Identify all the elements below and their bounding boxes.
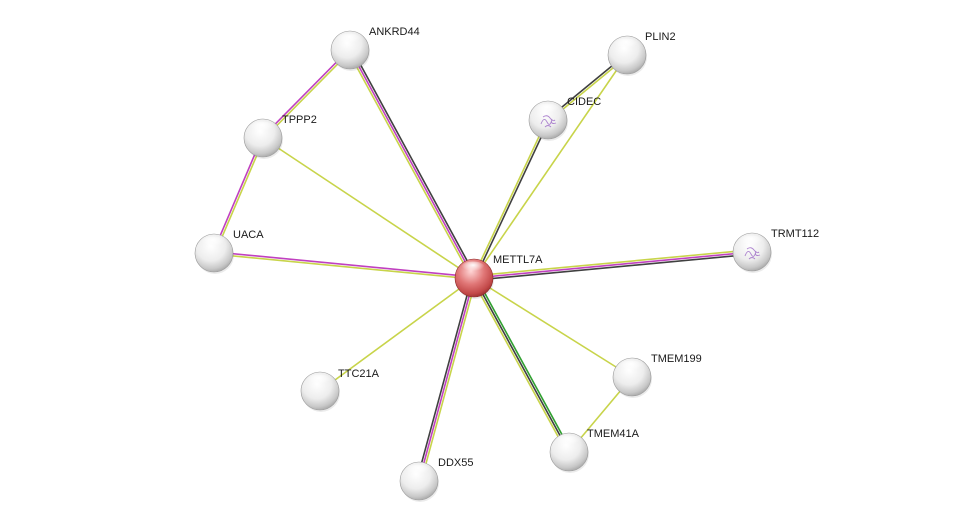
node-highlight bbox=[556, 435, 580, 448]
node-ddx55[interactable]: DDX55 bbox=[399, 457, 473, 502]
node-label: TTC21A bbox=[338, 368, 380, 380]
evidence-line bbox=[418, 277, 475, 482]
evidence-line bbox=[474, 120, 550, 279]
edge-mettl7a-cidec[interactable] bbox=[472, 119, 550, 279]
node-label: DDX55 bbox=[438, 457, 473, 469]
edge-mettl7a-tppp2[interactable] bbox=[262, 137, 475, 279]
evidence-line bbox=[473, 249, 752, 277]
node-mettl7a[interactable]: METTL7A bbox=[454, 254, 543, 299]
node-highlight bbox=[461, 261, 485, 274]
node-label: METTL7A bbox=[493, 254, 543, 266]
evidence-line bbox=[473, 54, 628, 279]
edge-mettl7a-ddx55[interactable] bbox=[416, 277, 477, 482]
evidence-line bbox=[262, 137, 475, 279]
node-highlight bbox=[250, 121, 274, 134]
evidence-line bbox=[261, 48, 350, 138]
node-trmt112[interactable]: TRMT112 bbox=[732, 228, 819, 273]
node-highlight bbox=[201, 236, 225, 249]
protein-structure-icon bbox=[744, 247, 761, 260]
evidence-line bbox=[473, 277, 570, 453]
protein-structure-icon bbox=[540, 115, 557, 128]
node-tmem41a[interactable]: TMEM41A bbox=[549, 428, 640, 473]
edge-ankrd44-tppp2[interactable] bbox=[261, 48, 352, 140]
evidence-line bbox=[349, 49, 475, 279]
node-highlight bbox=[337, 33, 361, 46]
node-highlight bbox=[535, 103, 559, 116]
node-label: UACA bbox=[233, 229, 264, 241]
node-uaca[interactable]: UACA bbox=[194, 229, 264, 274]
edges-layer bbox=[212, 48, 753, 482]
evidence-line bbox=[475, 276, 572, 452]
evidence-line bbox=[474, 253, 753, 281]
node-cidec[interactable]: CIDEC bbox=[528, 96, 601, 141]
evidence-line bbox=[214, 251, 475, 278]
node-label: CIDEC bbox=[567, 96, 601, 108]
node-ttc21a[interactable]: TTC21A bbox=[300, 368, 380, 412]
evidence-line bbox=[473, 251, 753, 279]
node-label: ANKRD44 bbox=[369, 26, 420, 38]
evidence-line bbox=[212, 137, 263, 253]
node-highlight bbox=[739, 235, 763, 248]
evidence-line bbox=[416, 277, 473, 481]
edge-mettl7a-ankrd44[interactable] bbox=[347, 48, 477, 280]
node-tppp2[interactable]: TPPP2 bbox=[243, 114, 317, 159]
edge-mettl7a-uaca[interactable] bbox=[213, 251, 475, 280]
edge-mettl7a-tmem199[interactable] bbox=[473, 277, 633, 378]
evidence-line bbox=[347, 50, 473, 280]
node-label: TMEM41A bbox=[587, 428, 640, 440]
edge-mettl7a-tmem41a[interactable] bbox=[471, 276, 572, 454]
evidence-line bbox=[319, 277, 475, 392]
node-plin2[interactable]: PLIN2 bbox=[607, 31, 676, 76]
evidence-line bbox=[351, 48, 477, 278]
node-highlight bbox=[307, 374, 331, 387]
node-highlight bbox=[619, 360, 643, 373]
node-label: TPPP2 bbox=[282, 114, 317, 126]
evidence-line bbox=[213, 253, 474, 280]
evidence-line bbox=[473, 277, 633, 378]
node-label: TRMT112 bbox=[771, 228, 819, 240]
node-label: TMEM199 bbox=[651, 353, 702, 365]
node-ankrd44[interactable]: ANKRD44 bbox=[330, 26, 420, 71]
node-label: PLIN2 bbox=[645, 31, 676, 43]
evidence-line bbox=[263, 50, 352, 140]
node-highlight bbox=[406, 464, 430, 477]
edge-mettl7a-trmt112[interactable] bbox=[473, 249, 753, 281]
evidence-line bbox=[214, 138, 265, 254]
edge-mettl7a-plin2[interactable] bbox=[473, 54, 628, 279]
node-tmem199[interactable]: TMEM199 bbox=[612, 353, 702, 398]
edge-mettl7a-ttc21a[interactable] bbox=[319, 277, 475, 392]
evidence-line bbox=[420, 278, 477, 482]
node-highlight bbox=[614, 38, 638, 51]
edge-tppp2-uaca[interactable] bbox=[212, 137, 265, 254]
evidence-line bbox=[471, 278, 568, 454]
evidence-line bbox=[472, 119, 548, 278]
